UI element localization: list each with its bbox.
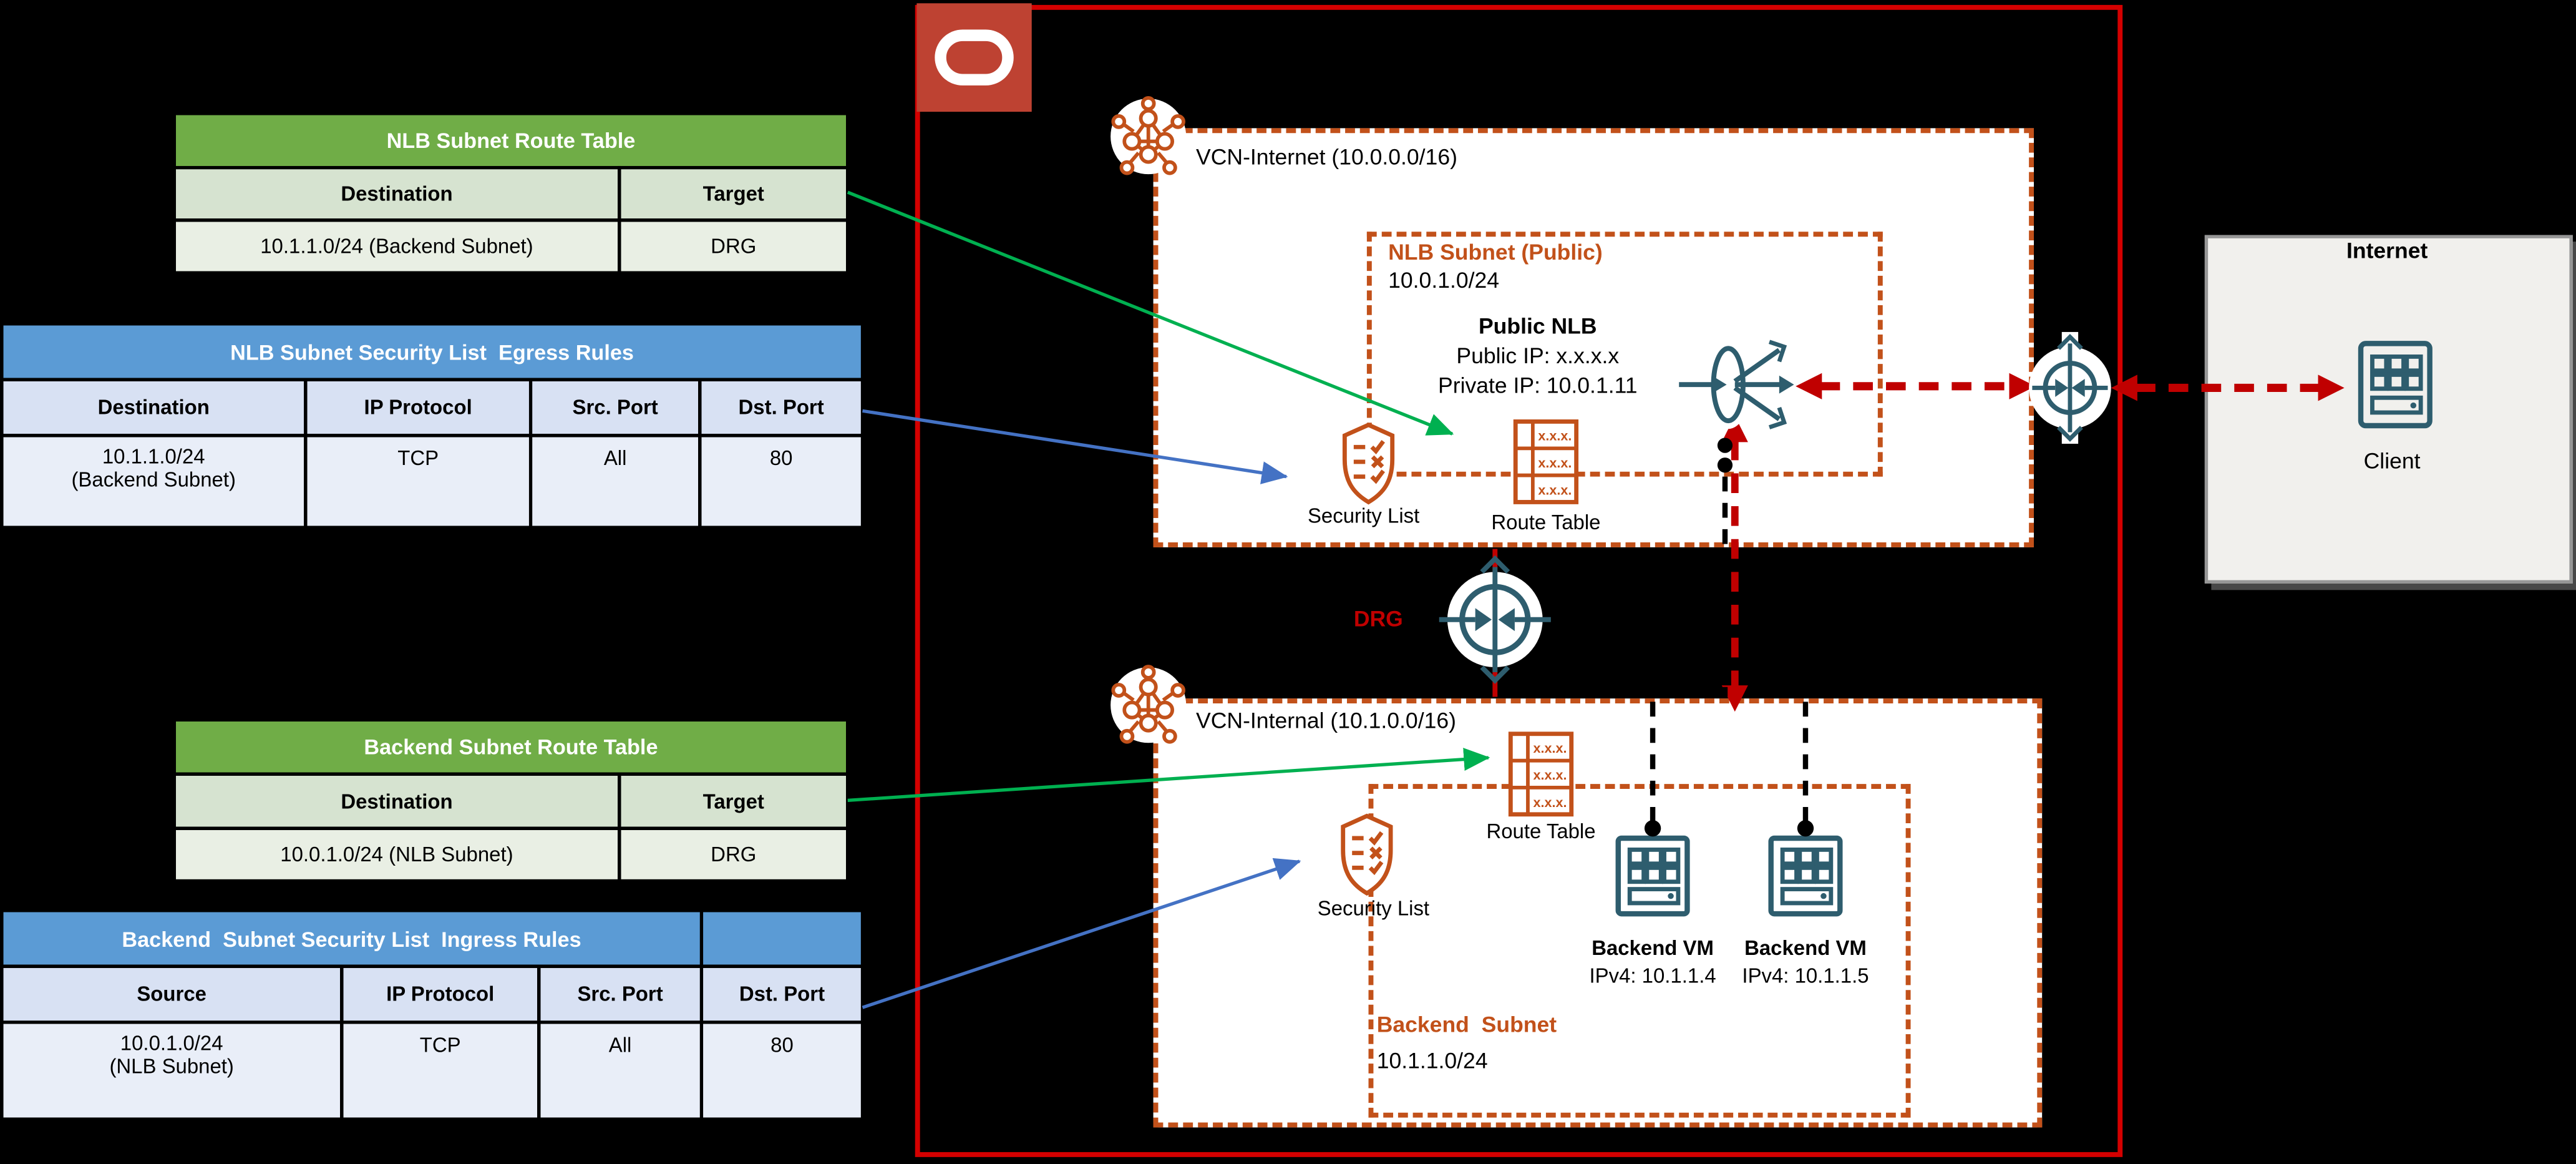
public-nlb-private-ip: Private IP: 10.0.1.11	[1438, 373, 1638, 398]
backend-route-table: Backend Subnet Route Table Destination T…	[172, 718, 850, 883]
cell-src-port: All	[528, 434, 702, 529]
security-list-icon	[1341, 813, 1393, 896]
cell-destination: 10.0.1.0/24 (NLB Subnet)	[172, 826, 621, 883]
oracle-o-icon	[935, 29, 1014, 86]
backend-subnet-name: Backend Subnet	[1376, 1012, 1557, 1037]
nlb-egress-table-title: NLB Subnet Security List Egress Rules	[0, 322, 865, 381]
public-nlb-public-ip: Public IP: x.x.x.x	[1456, 343, 1620, 368]
route-cell-text: x.x.x.	[1533, 795, 1567, 810]
vcn-internet-label: VCN-Internet (10.0.0.0/16)	[1196, 144, 1457, 170]
internet-gateway-icon	[2029, 331, 2111, 444]
red-dashed-nlb-igw-arrow	[1796, 373, 2036, 399]
vcn-internal-label: VCN-Internal (10.1.0.0/16)	[1196, 708, 1457, 733]
backend-vm1-name: Backend VM	[1592, 936, 1714, 960]
backend-route-table-title: Backend Subnet Route Table	[172, 718, 850, 776]
security-list-icon	[1342, 422, 1395, 505]
col-destination: Destination	[0, 378, 308, 438]
col-src-port: Src. Port	[537, 964, 704, 1024]
cell-ip-protocol: TCP	[340, 1020, 541, 1121]
route-cell-text: x.x.x.	[1533, 767, 1567, 783]
internet-title: Internet	[2346, 238, 2428, 263]
backend-subnet-cidr: 10.1.1.0/24	[1376, 1049, 1488, 1074]
red-dashed-igw-client-arrow	[2111, 374, 2345, 401]
cell-target: DRG	[618, 826, 850, 883]
col-ip-protocol: IP Protocol	[304, 378, 533, 438]
nlb-route-table: NLB Subnet Route Table Destination Targe…	[172, 112, 850, 275]
col-destination: Destination	[172, 165, 621, 222]
col-source: Source	[0, 964, 344, 1024]
cell-dst-port: 80	[698, 434, 865, 529]
backend-vm2-name: Backend VM	[1744, 936, 1867, 960]
nlb-route-table-title: NLB Subnet Route Table	[172, 112, 850, 170]
col-dst-port: Dst. Port	[699, 964, 865, 1024]
backend-route-pointer-arrow	[847, 748, 1490, 803]
col-target: Target	[618, 772, 850, 830]
col-destination: Destination	[172, 772, 621, 830]
oracle-logo	[916, 3, 1032, 112]
route-table-label: Route Table	[1486, 820, 1596, 843]
route-cell-text: x.x.x.	[1538, 428, 1572, 444]
security-list-label: Security List	[1307, 504, 1420, 528]
col-dst-port: Dst. Port	[698, 378, 865, 438]
cell-destination: 10.1.1.0/24 (Backend Subnet)	[172, 218, 621, 275]
table-title-empty-cell	[699, 909, 865, 969]
route-cell-text: x.x.x.	[1538, 482, 1572, 498]
drg-icon	[1439, 555, 1551, 684]
table-row: 10.0.1.0/24 (NLB Subnet) TCP All 80	[0, 1020, 865, 1121]
backend-seclist-pointer-arrow	[862, 858, 1301, 1009]
drg-label: DRG	[1353, 606, 1403, 632]
public-nlb-title: Public NLB	[1478, 313, 1597, 339]
route-table-label: Route Table	[1491, 511, 1601, 534]
nlb-subnet-box	[1366, 232, 1883, 477]
route-cell-text: x.x.x.	[1538, 455, 1572, 471]
nlb-egress-table: NLB Subnet Security List Egress Rules De…	[0, 322, 865, 529]
route-table-icon: x.x.x. x.x.x. x.x.x.	[1513, 419, 1579, 504]
backend-subnet-box	[1368, 784, 1911, 1118]
col-src-port: Src. Port	[528, 378, 702, 438]
security-list-label: Security List	[1317, 897, 1430, 921]
nlb-route-pointer-arrow	[847, 190, 1454, 436]
table-row: 10.1.1.0/24 (Backend Subnet) DRG	[172, 218, 850, 275]
cell-ip-protocol: TCP	[304, 434, 533, 529]
client-icon	[2358, 341, 2433, 429]
nlb-subnet-name: NLB Subnet (Public)	[1388, 240, 1603, 265]
backend-vm-icon	[1768, 835, 1843, 917]
table-row: 10.0.1.0/24 (NLB Subnet) DRG	[172, 826, 850, 883]
backend-vm-icon	[1615, 835, 1690, 917]
cell-source: 10.0.1.0/24 (NLB Subnet)	[0, 1020, 344, 1121]
route-table-icon: x.x.x. x.x.x. x.x.x.	[1508, 731, 1574, 817]
route-cell-text: x.x.x.	[1533, 740, 1567, 756]
backend-ingress-table-title: Backend Subnet Security List Ingress Rul…	[0, 909, 704, 969]
backend-vm2-ip: IPv4: 10.1.1.5	[1742, 964, 1869, 988]
load-balancer-icon	[1679, 340, 1794, 429]
nlb-subnet-cidr: 10.0.1.0/24	[1388, 268, 1500, 293]
vcn-internet-box	[1153, 128, 2034, 547]
oci-region-box	[915, 4, 2123, 1157]
vcn-icon	[1111, 665, 1187, 744]
vcn-icon	[1111, 96, 1187, 175]
cell-src-port: All	[537, 1020, 704, 1121]
nlb-seclist-pointer-arrow	[862, 409, 1288, 484]
cell-target: DRG	[618, 218, 850, 275]
client-label: Client	[2363, 448, 2421, 474]
cell-destination: 10.1.1.0/24 (Backend Subnet)	[0, 434, 308, 529]
backend-ingress-table: Backend Subnet Security List Ingress Rul…	[0, 909, 865, 1121]
flow-endpoint-dots	[1644, 438, 1814, 837]
cell-dst-port: 80	[699, 1020, 865, 1121]
col-ip-protocol: IP Protocol	[340, 964, 541, 1024]
table-row: 10.1.1.0/24 (Backend Subnet) TCP All 80	[0, 434, 865, 529]
col-target: Target	[618, 165, 850, 222]
red-dashed-vertical-flow	[1721, 416, 1748, 712]
backend-vm1-ip: IPv4: 10.1.1.4	[1589, 964, 1716, 988]
